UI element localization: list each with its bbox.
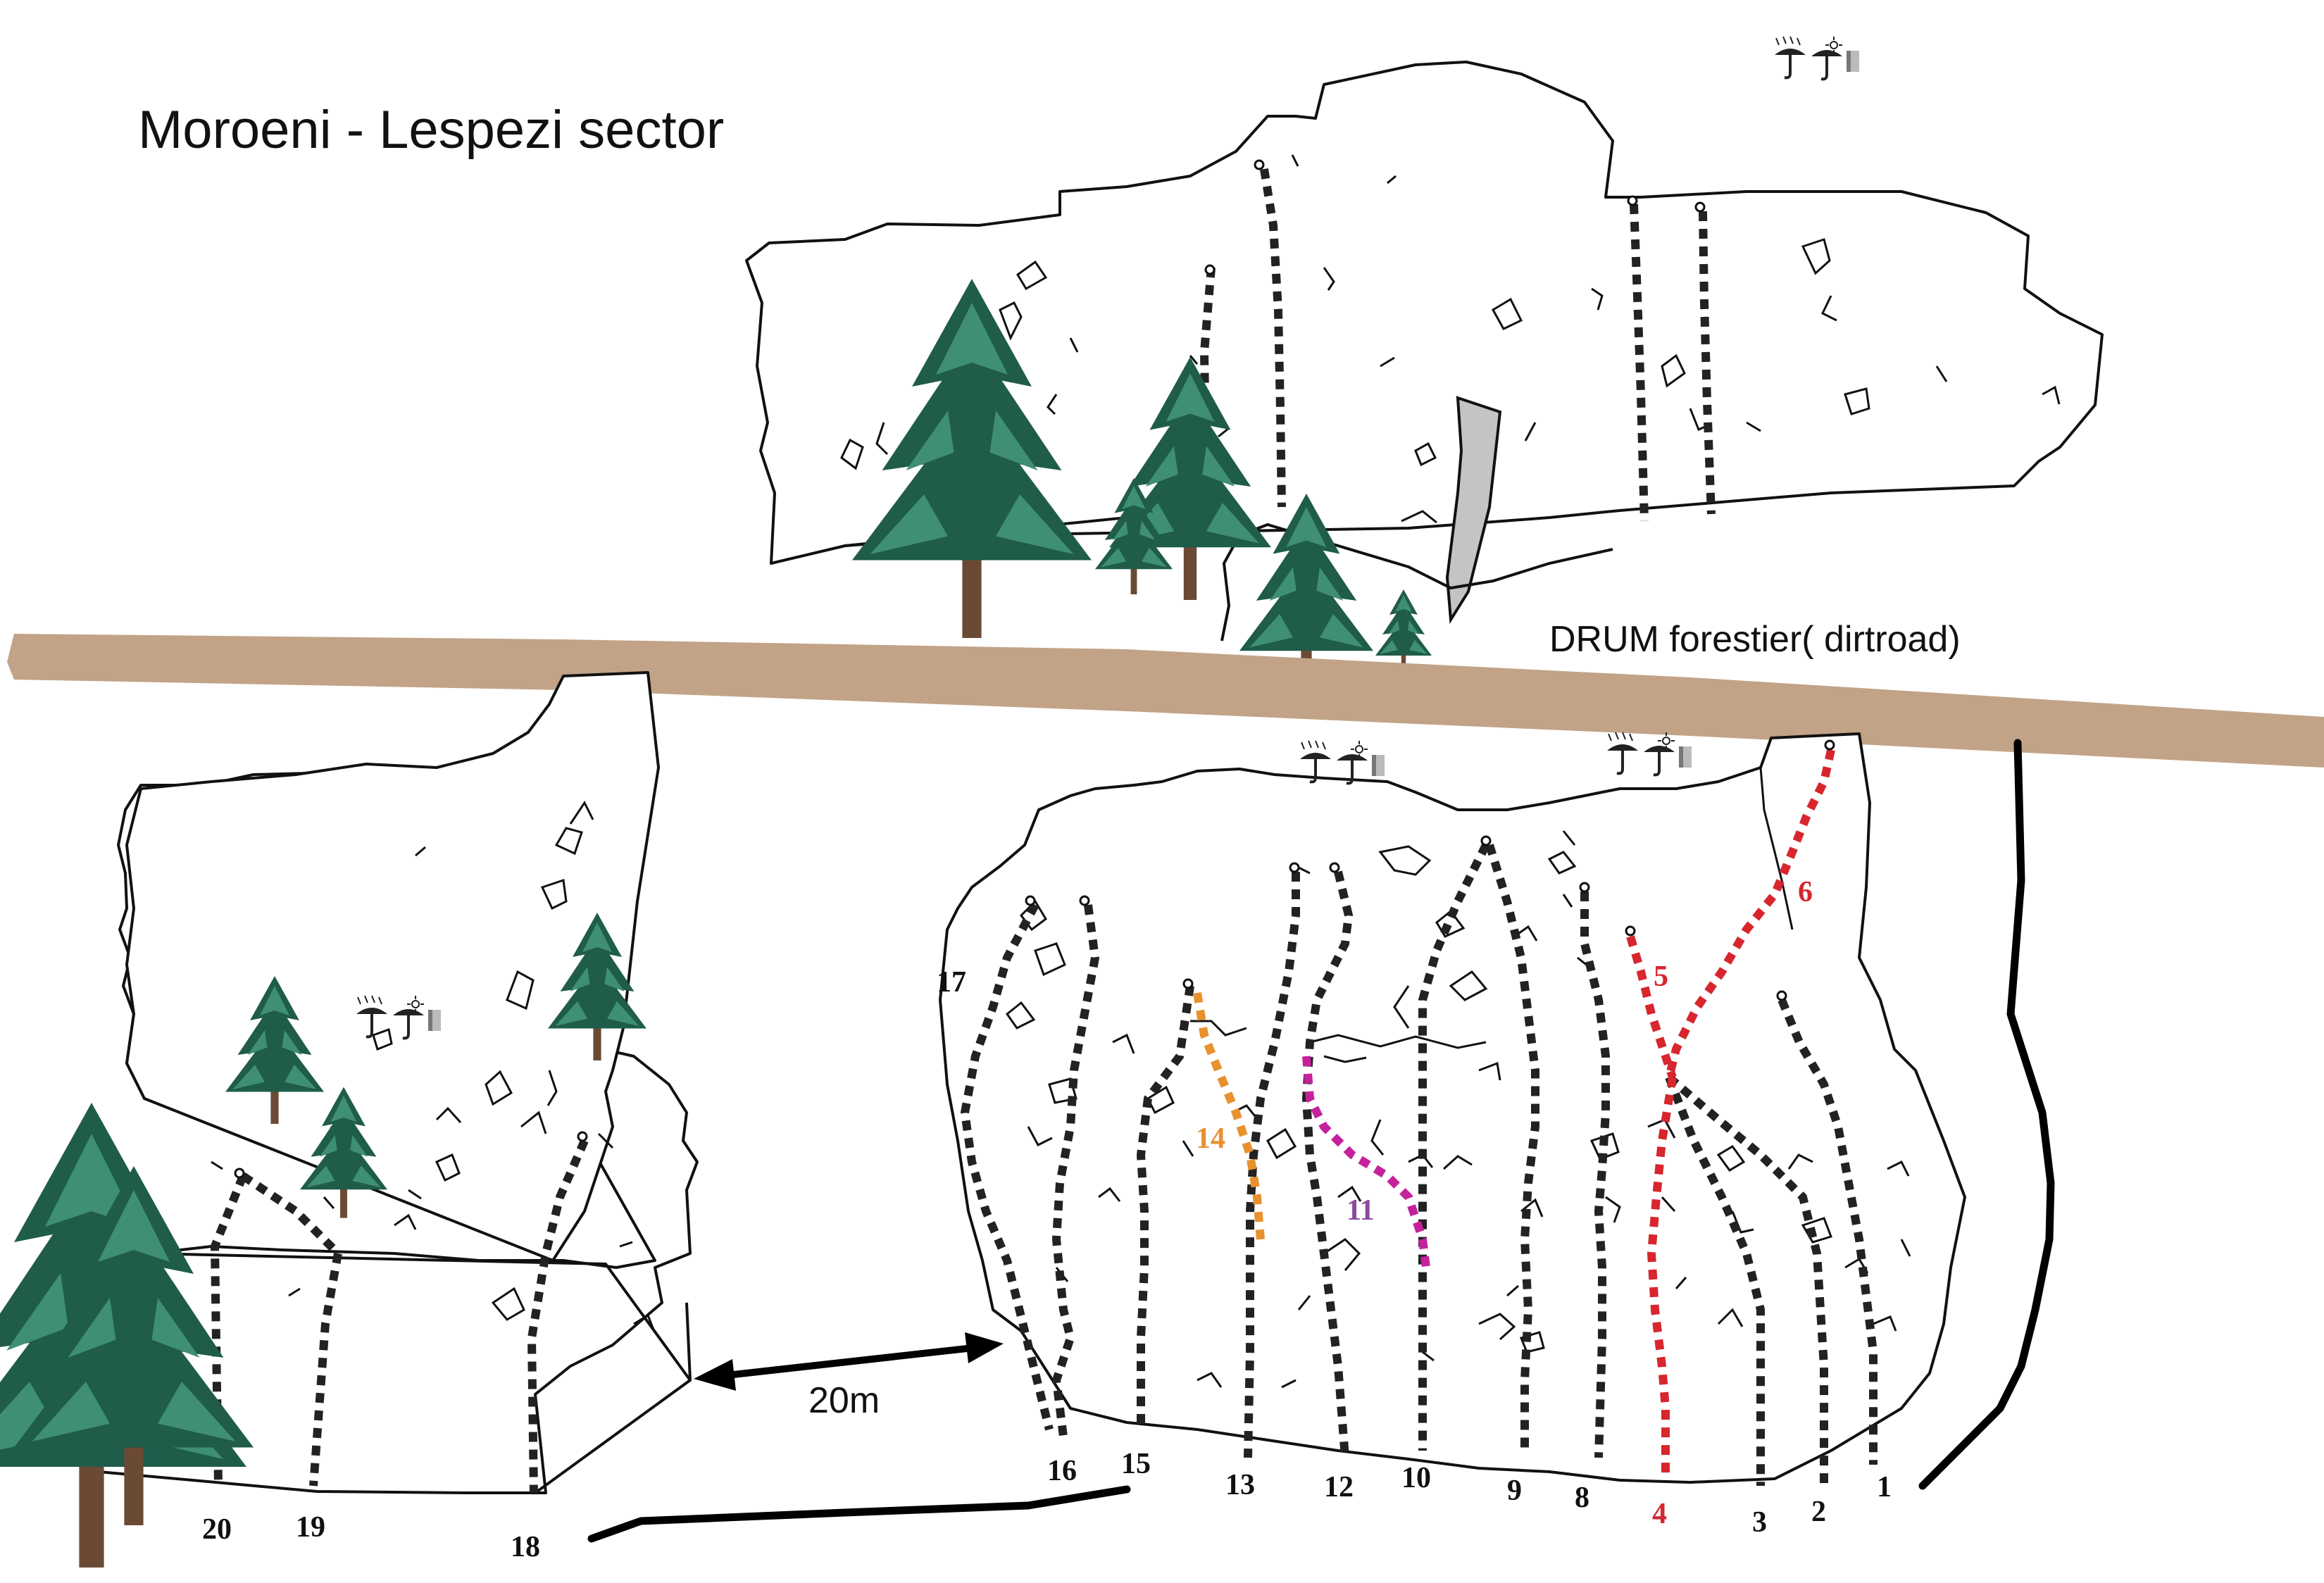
distance-label: 20m [808,1380,880,1421]
tree-icon [1375,589,1432,674]
route-label: 6 [1798,876,1813,908]
upper-wall [745,35,2104,694]
route-label: 4 [1652,1498,1667,1530]
route-label: 8 [1575,1482,1589,1514]
left-block [0,671,699,1568]
route-label: 13 [1225,1469,1255,1501]
route-label: 12 [1324,1471,1354,1503]
rain-shelter-icon [1606,731,1693,777]
approach-path [1918,739,2055,1490]
route-4 [1647,1077,1677,1479]
route-label: 9 [1507,1475,1522,1507]
route-label: 18 [511,1531,540,1563]
route-label: 10 [1401,1462,1431,1494]
route-5 [1626,935,1677,1079]
route-label: 16 [1047,1455,1077,1487]
approach-path [587,1485,1131,1543]
page-title: Moroeni - Lespezi sector [138,100,724,160]
main-wall [939,731,1966,1486]
grey-slab [1445,396,1502,625]
route-label: 20 [202,1513,232,1546]
route-label: 14 [1196,1122,1225,1155]
distance-arrow [694,1332,1004,1391]
route-label: 15 [1121,1448,1151,1480]
rain-shelter-icon [1773,35,1861,81]
route-14 [1193,992,1265,1240]
route-label: 17 [937,966,966,999]
route-label: 11 [1347,1194,1375,1227]
road-label: DRUM forestier( dirtroad) [1549,619,1961,660]
route-6 [1665,749,1835,1079]
route-label: 3 [1752,1506,1767,1539]
route-labels: 1 2 3 4 5 6 8 9 10 11 12 13 14 15 16 17 … [202,876,1892,1563]
route-label: 2 [1811,1496,1826,1528]
route-label: 5 [1654,961,1668,993]
route-label: 19 [296,1511,325,1544]
route-label: 1 [1877,1471,1892,1503]
dirt-road [7,634,2324,768]
